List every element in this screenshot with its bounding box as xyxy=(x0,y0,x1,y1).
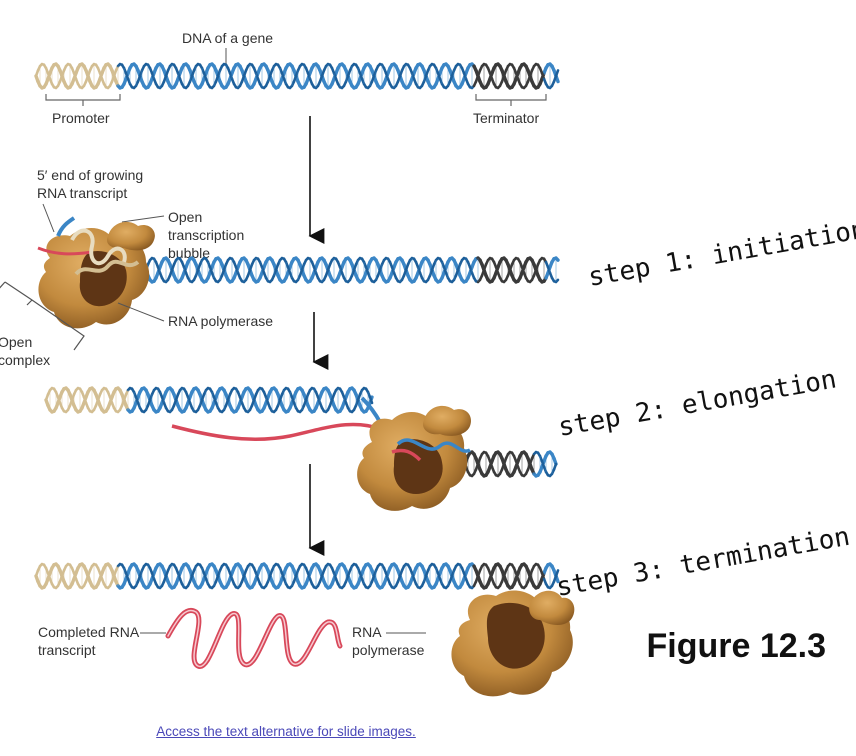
rna-polymerase-leader xyxy=(117,302,165,322)
rna-polymerase-label: RNA polymerase xyxy=(168,313,273,329)
open-bubble-strand-2 xyxy=(74,259,140,276)
five-prime-end-label-1: 5′ end of growing xyxy=(37,167,143,183)
rna-polymerase-released xyxy=(451,590,575,697)
step-elongation-label: step 2: elongation xyxy=(556,364,839,442)
completed-rna-highlight xyxy=(167,609,341,667)
rna-polymerase-elongation xyxy=(357,405,472,511)
promoter-bracket xyxy=(45,94,121,106)
promoter-label: Promoter xyxy=(52,110,110,126)
bubble-label-1: Open xyxy=(168,209,202,225)
polymerase-label: polymerase xyxy=(352,642,425,658)
completed-rna-label-2: transcript xyxy=(38,642,96,658)
open-complex-label-1: Open xyxy=(0,334,32,350)
terminator-bracket xyxy=(475,94,547,106)
rna-polymerase-initiation xyxy=(38,221,155,329)
dna-helix-elongation-upstream xyxy=(44,386,374,414)
five-prime-leader xyxy=(42,203,55,233)
access-text-alternative-link[interactable]: Access the text alternative for slide im… xyxy=(156,724,416,739)
bubble-label-2: transcription xyxy=(168,227,244,243)
dna-helix-elongation-downstream xyxy=(450,450,558,478)
dna-helix-termination xyxy=(34,562,560,590)
figure-label: Figure 12.3 xyxy=(646,627,826,665)
open-complex-bracket xyxy=(0,281,85,351)
dna-of-gene-label: DNA of a gene xyxy=(182,30,273,46)
five-prime-end-label-2: RNA transcript xyxy=(37,185,127,201)
completed-rna-label-1: Completed RNA xyxy=(38,624,140,640)
open-bubble-strand-1 xyxy=(70,228,127,266)
open-complex-label-2: complex xyxy=(0,352,50,368)
dna-end-initiation xyxy=(56,216,76,237)
step-initiation-label: step 1: initiation xyxy=(586,214,856,292)
rna-label: RNA xyxy=(352,624,382,640)
dna-helix-initiation xyxy=(118,256,560,284)
bubble-leader xyxy=(121,215,165,223)
rna-dna-hybrid xyxy=(391,448,422,462)
dna-bubble-elongation xyxy=(396,438,471,453)
rna-strand-initiation xyxy=(37,246,93,256)
dna-helix-full-gene xyxy=(34,62,560,90)
terminator-label: Terminator xyxy=(473,110,539,126)
step-termination-label: step 3: termination xyxy=(554,522,852,603)
